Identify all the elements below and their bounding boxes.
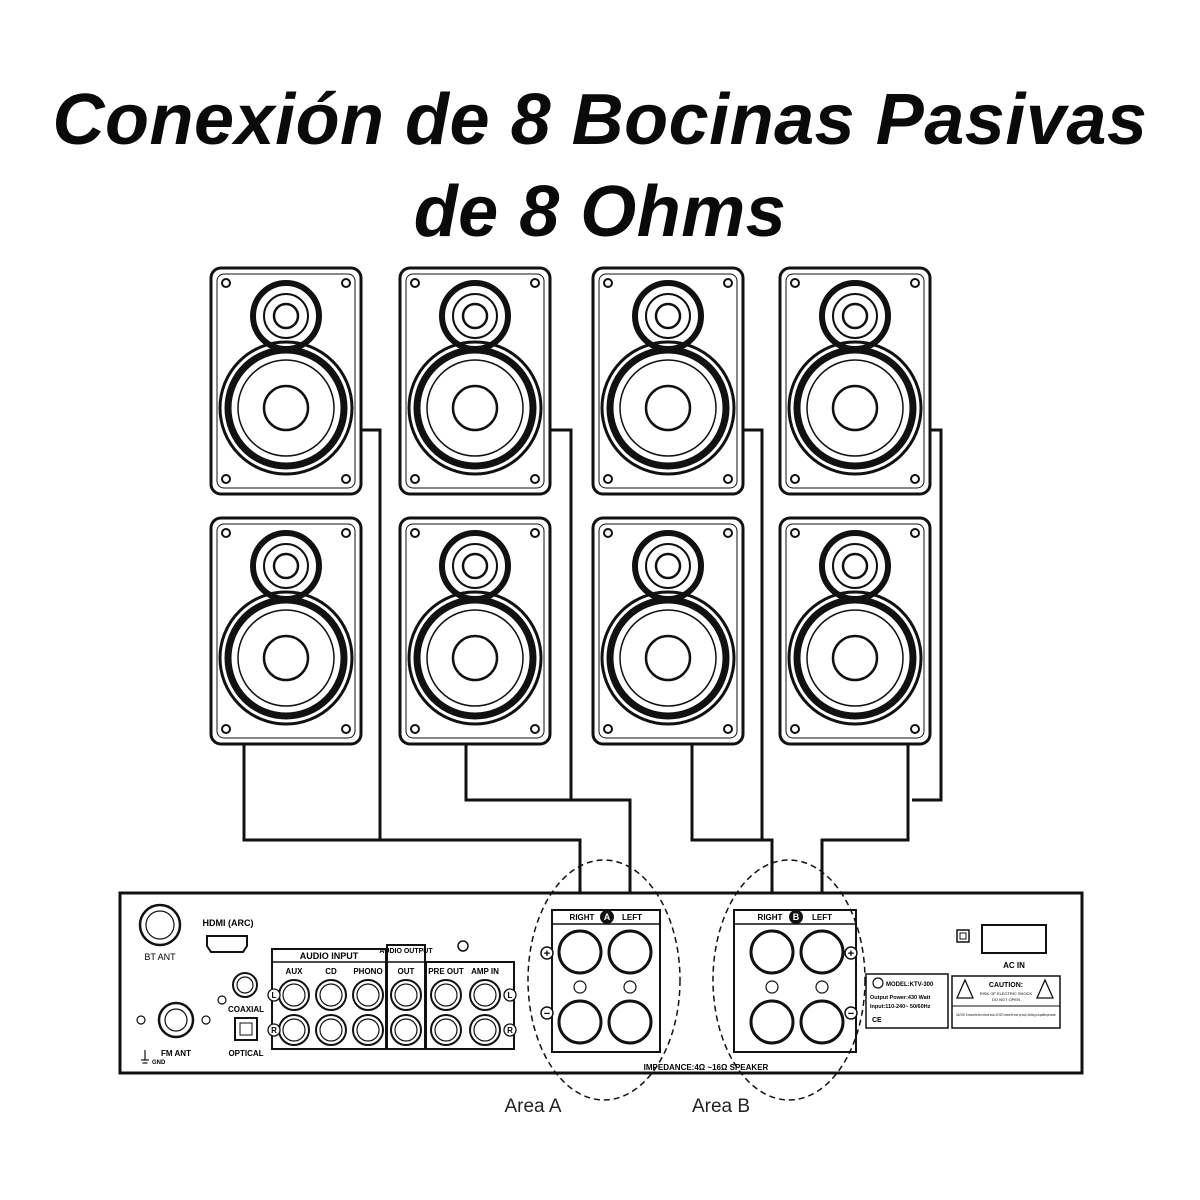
minus-mark-a: − xyxy=(544,1008,550,1020)
impedance-label: IMPEDANCE:4Ω ~16Ω SPEAKER xyxy=(644,1063,769,1072)
l-mark-right: L xyxy=(508,991,513,1000)
speaker-3 xyxy=(593,268,743,494)
speaker-1 xyxy=(211,268,361,494)
speaker-terminals-area-a: RIGHT A LEFT + − xyxy=(540,909,661,1053)
speaker-2 xyxy=(400,268,550,494)
output-power-label: Output Power:430 Watt xyxy=(870,995,930,1001)
plus-mark-a: + xyxy=(544,948,550,960)
caution-sub-1: RISK OF ELECTRIC SHOCK xyxy=(980,991,1033,996)
audio-input-label: AUDIO INPUT xyxy=(300,951,359,961)
fm-ant-label: FM ANT xyxy=(161,1049,191,1058)
aux-label: AUX xyxy=(286,967,304,976)
title-line-1: Conexión de 8 Bocinas Pasivas xyxy=(52,80,1148,160)
r-mark-left: R xyxy=(271,1026,277,1035)
r-mark-right: R xyxy=(507,1026,513,1035)
coaxial-label: COAXIAL xyxy=(228,1005,264,1014)
ac-in-label: AC IN xyxy=(1003,961,1025,970)
caution-sub-2: DO NOT OPEN xyxy=(992,997,1020,1002)
caution-plate: CAUTION: RISK OF ELECTRIC SHOCK DO NOT O… xyxy=(951,975,1061,1029)
phono-label: PHONO xyxy=(353,967,382,976)
hdmi-label: HDMI (ARC) xyxy=(203,918,254,928)
double-insulation-icon xyxy=(956,929,970,943)
speaker-8 xyxy=(780,518,930,744)
caution-title: CAUTION: xyxy=(989,982,1023,989)
caution-note: CAUTION: To reduce the risk of electric … xyxy=(956,1013,1056,1017)
plus-mark-b: + xyxy=(848,948,854,960)
area-b-ellipse xyxy=(712,859,866,1101)
audio-output-label: AUDIO OUTPUT xyxy=(379,948,433,955)
pre-amp-group xyxy=(425,961,515,1050)
badge-a: A xyxy=(604,912,611,922)
coaxial-jack[interactable] xyxy=(232,972,258,998)
right-label-b: RIGHT xyxy=(758,913,783,922)
left-label-b: LEFT xyxy=(812,913,832,922)
left-label-a: LEFT xyxy=(622,913,642,922)
area-a-ellipse xyxy=(527,859,681,1101)
speaker-4 xyxy=(780,268,930,494)
speaker-5 xyxy=(211,518,361,744)
hdmi-port[interactable] xyxy=(206,935,248,953)
out-label: OUT xyxy=(398,967,415,976)
ac-in-socket[interactable] xyxy=(981,924,1047,954)
model-plate: MODEL:KTV-300 Output Power:430 Watt Inpu… xyxy=(865,973,949,1029)
right-label-a: RIGHT xyxy=(570,913,595,922)
gnd-label: GND xyxy=(152,1060,166,1066)
area-b-label: Area B xyxy=(692,1096,750,1117)
ce-mark: CE xyxy=(872,1017,882,1024)
fm-antenna-jack[interactable] xyxy=(157,1001,195,1039)
pre-out-label: PRE OUT xyxy=(428,967,464,976)
model-label: MODEL:KTV-300 xyxy=(886,982,934,988)
cd-label: CD xyxy=(325,967,337,976)
lightning-warning-icon xyxy=(955,978,975,999)
bt-antenna-jack[interactable] xyxy=(138,903,182,947)
title-line-2: de 8 Ohms xyxy=(413,172,787,252)
amp-in-label: AMP IN xyxy=(471,967,499,976)
speaker-6 xyxy=(400,518,550,744)
speaker-7 xyxy=(593,518,743,744)
area-a-label: Area A xyxy=(504,1096,561,1117)
exclamation-warning-icon xyxy=(1035,978,1055,999)
ground-icon xyxy=(141,1050,149,1064)
minus-mark-b: − xyxy=(848,1008,854,1020)
speaker-terminals-area-b: RIGHT B LEFT + − xyxy=(733,909,858,1053)
input-label: Input:110-240~ 50/60Hz xyxy=(870,1004,931,1010)
optical-port[interactable] xyxy=(234,1017,258,1041)
amplifier-rear-panel: BT ANT HDMI (ARC) AUDIO INPUT AUDIO OUTP… xyxy=(118,891,1084,1075)
optical-label: OPTICAL xyxy=(228,1049,263,1058)
badge-b: B xyxy=(793,912,800,922)
l-mark-left: L xyxy=(272,991,277,1000)
bt-ant-label: BT ANT xyxy=(144,952,176,962)
